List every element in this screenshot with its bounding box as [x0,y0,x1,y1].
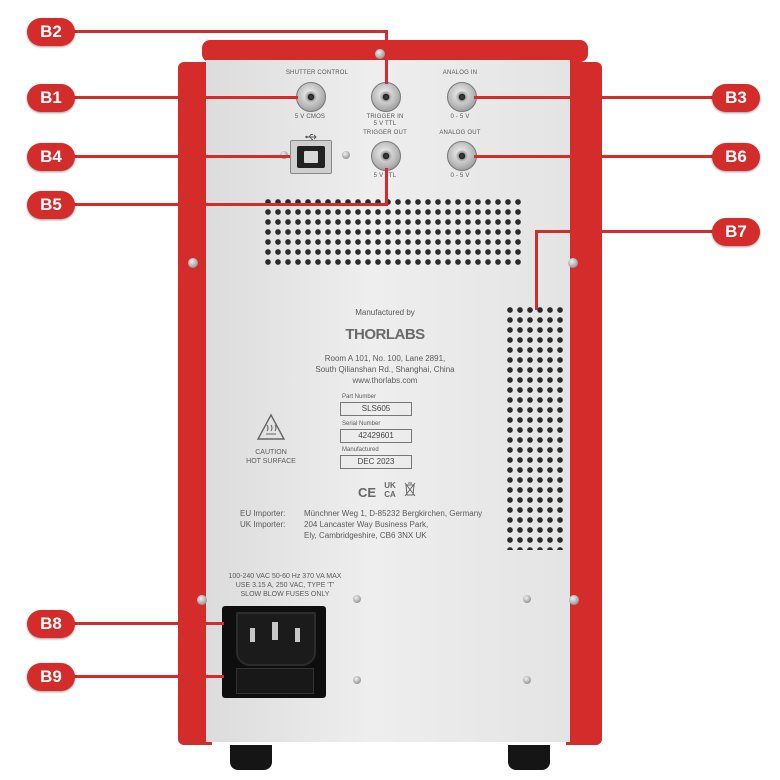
analog-out-sub: 0 - 5 V [450,173,470,179]
panel-screw [523,676,531,684]
trigger-in-sub: 5 V TTL [373,121,397,127]
side-screw [569,595,579,605]
chassis-top-bar [202,40,588,62]
callout-b7: B7 [712,218,760,246]
hot-surface-label: HOT SURFACE [246,458,296,465]
leader-b8 [62,622,224,625]
manufactured-label: Manufactured [342,447,379,453]
callout-b6: B6 [712,143,760,171]
uk-importer-value1: 204 Lancaster Way Business Park, [304,520,429,529]
left-foot [230,745,272,770]
callout-b3: B3 [712,84,760,112]
leader-b7 [535,230,720,233]
address-line1: Room A 101, No. 100, Lane 2891, [324,354,446,363]
weee-bin-icon [404,482,416,498]
hot-surface-warning-icon [256,413,286,441]
side-screw [568,258,578,268]
leader-b1 [62,96,298,99]
leader-b2-drop [385,30,388,84]
leader-b4 [62,155,290,158]
usb-screw [342,151,350,159]
iec-power-inlet[interactable] [236,612,316,666]
callout-b4: B4 [27,143,75,171]
address-line2: South Qilianshan Rd., Shanghai, China [315,365,455,374]
leader-b5-rise [385,168,388,206]
panel-screw [353,595,361,603]
callout-b1: B1 [27,84,75,112]
website: www.thorlabs.com [352,376,418,385]
part-number-label: Part Number [342,394,377,400]
panel-screw [523,595,531,603]
callout-b8: B8 [27,610,75,638]
power-rating-line1: 100-240 VAC 50-60 Hz 370 VA MAX [228,573,342,580]
trigger-in-bnc[interactable] [371,82,401,112]
top-screw [375,49,385,59]
callout-b5: B5 [27,191,75,219]
analog-in-label: ANALOG IN [442,70,478,76]
ukca-top: UK [384,481,396,490]
leader-b2 [62,30,388,33]
fuse-drawer[interactable] [236,668,314,694]
power-rating-line3: SLOW BLOW FUSES ONLY [240,591,330,598]
usb-b-port[interactable] [290,140,332,174]
panel-screw [353,676,361,684]
ukca-bottom: CA [384,490,396,499]
ce-mark: CE [357,485,377,500]
leader-b3 [474,96,720,99]
right-foot [508,745,550,770]
leader-b6 [474,155,720,158]
analog-out-bnc[interactable] [447,141,477,171]
side-screw [197,595,207,605]
analog-out-label: ANALOG OUT [439,130,481,136]
analog-in-bnc[interactable] [447,82,477,112]
leader-b9 [62,675,224,678]
serial-number-label: Serial Number [342,421,381,427]
manufactured-value: DEC 2023 [340,455,412,469]
trigger-in-label: TRIGGER IN [366,114,404,120]
leader-b7-drop [535,230,538,310]
chassis-right-side [566,62,602,745]
usb-icon [305,128,317,140]
callout-b2: B2 [27,18,75,46]
vent-top [263,197,525,267]
serial-number-value: 42429601 [340,429,412,443]
eu-importer-value: Münchner Weg 1, D-85232 Bergkirchen, Ger… [304,509,483,518]
vent-side [505,305,567,550]
trigger-out-bnc[interactable] [371,141,401,171]
brand-logo: THORLABS [345,326,425,343]
caution-label: CAUTION [255,449,287,456]
analog-in-sub: 0 - 5 V [450,114,470,120]
side-screw [188,258,198,268]
uk-importer-label: UK Importer: [240,520,286,529]
callout-b9: B9 [27,663,75,691]
shutter-control-sub: 5 V CMOS [294,114,326,120]
leader-b5 [62,203,388,206]
power-rating-line2: USE 3.15 A, 250 VAC, TYPE 'T' [235,582,335,589]
manufactured-by: Manufactured by [355,308,415,317]
shutter-control-label: SHUTTER CONTROL [285,70,349,76]
trigger-out-label: TRIGGER OUT [363,130,407,136]
shutter-control-bnc[interactable] [296,82,326,112]
part-number-value: SLS605 [340,402,412,416]
eu-importer-label: EU Importer: [240,509,286,518]
uk-importer-value2: Ely, Cambridgeshire, CB6 3NX UK [304,531,427,540]
trigger-out-sub: 5 V TTL [373,173,397,179]
